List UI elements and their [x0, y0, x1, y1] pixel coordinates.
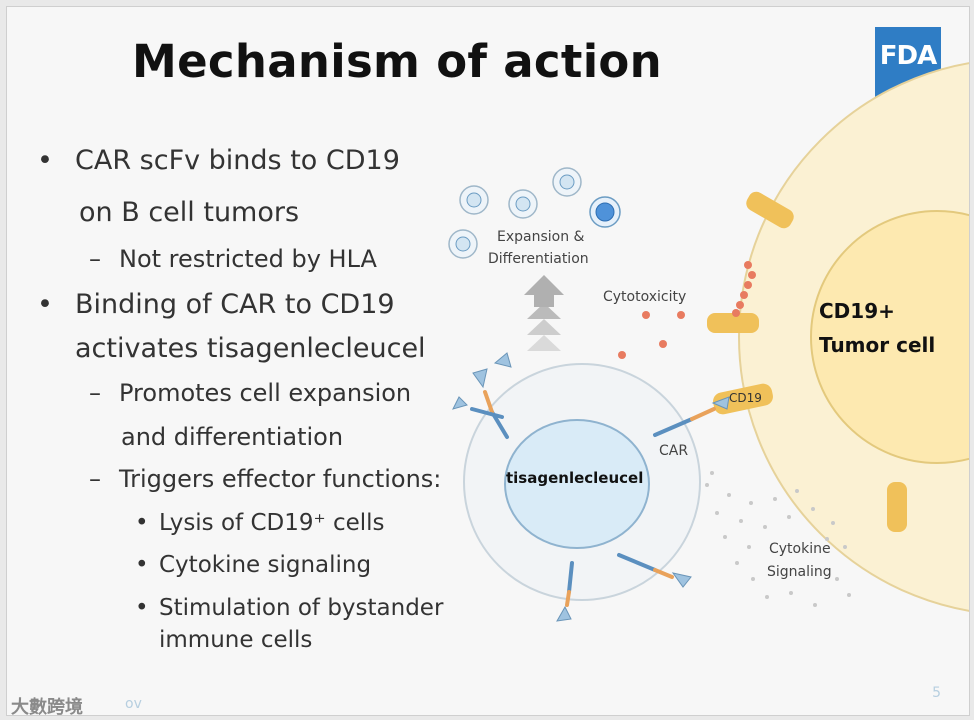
- slide: Mechanism of action FDA • CAR scFv binds…: [6, 6, 970, 716]
- bullet-1-text: CAR scFv binds to CD19: [75, 145, 400, 176]
- cytotoxic-granules: [618, 261, 756, 359]
- cd19-receptor: [713, 383, 773, 415]
- item-3-text-cont: immune cells: [159, 627, 313, 653]
- car-label: CAR: [659, 443, 689, 459]
- item-2-text: Cytokine signaling: [159, 552, 372, 578]
- page-number: 5: [932, 685, 941, 701]
- cytokine-label-1: Cytokine: [769, 541, 831, 557]
- sub-bullet-3-text: Triggers effector functions:: [119, 465, 442, 493]
- watermark-logo: 大數跨境: [11, 697, 83, 716]
- differentiation-label: Differentiation: [488, 251, 589, 267]
- tumor-nucleus: [810, 210, 969, 464]
- tumor-label-2: Tumor cell: [819, 333, 936, 357]
- expanded-t-cells: [448, 167, 621, 259]
- item-3-marker: •: [135, 595, 149, 621]
- tisagenlecleucel-label: tisagenlecleucel: [506, 469, 644, 487]
- scfv-heads: [452, 352, 730, 622]
- sub-bullet-3-marker: –: [89, 465, 101, 493]
- item-2-marker: •: [135, 552, 149, 578]
- item-3-text: Stimulation of bystander: [159, 595, 444, 621]
- sub-bullet-2-text: Promotes cell expansion: [119, 379, 412, 407]
- cytotoxicity-label: Cytotoxicity: [603, 289, 687, 305]
- footer-partial-text: ov: [125, 696, 142, 712]
- expansion-label: Expansion &: [497, 229, 585, 245]
- cytokine-label-2: Signaling: [767, 564, 832, 580]
- sub-bullet-2-marker: –: [89, 379, 101, 407]
- sub-bullet-2-text-cont: and differentiation: [121, 423, 344, 451]
- bullet-2-marker: •: [37, 289, 53, 320]
- bullet-2-text-cont: activates tisagenlecleucel: [75, 333, 426, 364]
- bullet-2-text: Binding of CAR to CD19: [75, 289, 395, 320]
- receptor-3: [887, 482, 907, 532]
- sub-bullet-1-marker: –: [89, 245, 101, 273]
- cytokine-dots: [695, 471, 851, 607]
- sub-bullet-1-text: Not restricted by HLA: [119, 245, 377, 273]
- cd19-label: CD19: [729, 391, 762, 405]
- bullet-1-marker: •: [37, 145, 53, 176]
- item-1-text: Lysis of CD19⁺ cells: [159, 510, 385, 536]
- item-1-marker: •: [135, 510, 149, 536]
- bullet-1-text-cont: on B cell tumors: [79, 197, 300, 228]
- receptor-1: [746, 191, 794, 229]
- t-cell-nucleus: [504, 419, 650, 549]
- slide-title: Mechanism of action: [132, 35, 662, 88]
- mechanism-diagram: [448, 62, 969, 622]
- expansion-arrow: [524, 275, 564, 351]
- tumor-label-1: CD19+: [819, 299, 895, 323]
- car-receptors: [470, 390, 716, 607]
- receptor-2: [707, 313, 759, 333]
- bullet-list: • CAR scFv binds to CD19 on B cell tumor…: [7, 7, 477, 715]
